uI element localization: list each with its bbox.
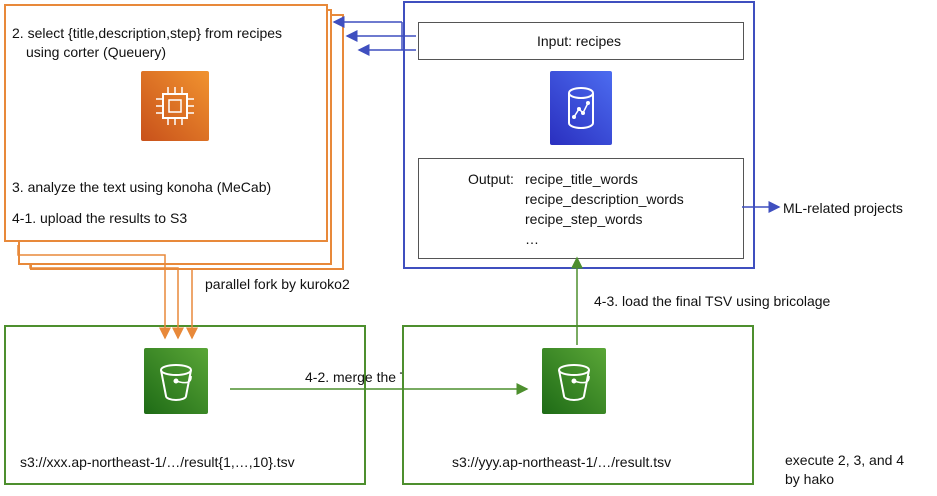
ec2-box: 2. select {title,description,step} from …: [4, 4, 328, 242]
output-item: recipe_description_words: [525, 191, 684, 207]
fork-label: parallel fork by kuroko2: [205, 276, 350, 292]
footer-line2: by hako: [785, 471, 835, 487]
s3-right-box: s3://yyy.ap-northeast-1/…/result.tsv: [402, 325, 754, 485]
footer-line1: execute 2, 3, and 4: [785, 452, 905, 468]
s3-right-path: s3://yyy.ap-northeast-1/…/result.tsv: [452, 454, 672, 470]
s3-left-path: s3://xxx.ap-northeast-1/…/result{1,…,10}…: [20, 454, 295, 470]
output-box: Output: recipe_title_words recipe_descri…: [418, 158, 744, 259]
ml-projects-label: ML-related projects: [783, 200, 903, 216]
input-box: Input: recipes: [418, 22, 744, 60]
database-box: Input: recipes Output: recipe_title_word…: [403, 1, 755, 269]
ec2-chip-icon: [141, 71, 209, 141]
load-label: 4-3. load the final TSV using bricolage: [594, 293, 831, 309]
output-label: Output:: [468, 171, 514, 187]
merge-label: 4-2. merge the TSVs: [305, 369, 434, 385]
s3-left-box: s3://xxx.ap-northeast-1/…/result{1,…,10}…: [4, 325, 366, 485]
step2-text-line1: 2. select {title,description,step} from …: [12, 25, 283, 41]
s3-bucket-icon: [542, 348, 606, 414]
step41-text: 4-1. upload the results to S3: [12, 210, 188, 226]
output-item: recipe_step_words: [525, 211, 643, 227]
output-item: …: [525, 231, 539, 247]
input-label: Input: recipes: [537, 33, 622, 49]
s3-bucket-icon: [144, 348, 208, 414]
step3-text: 3. analyze the text using konoha (MeCab): [12, 179, 272, 195]
database-analytics-icon: [550, 71, 612, 145]
output-item: recipe_title_words: [525, 171, 638, 187]
step2-text-line2: using corter (Queuery): [26, 44, 167, 60]
